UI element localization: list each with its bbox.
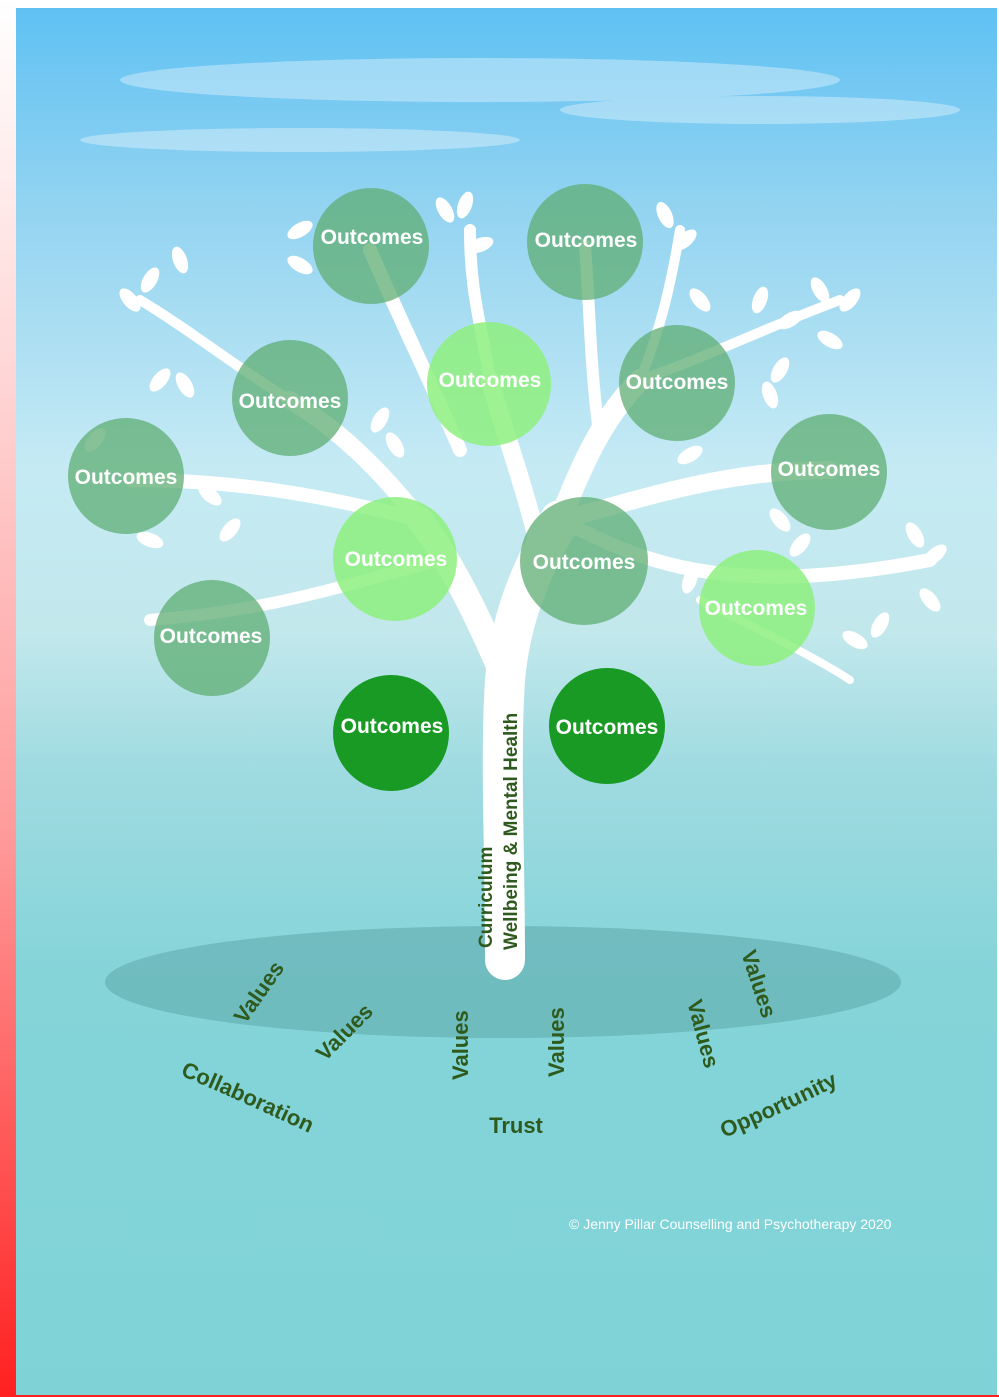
trunk-label-curriculum: Curriculum (476, 847, 497, 948)
outcome-label: Outcomes (778, 458, 881, 481)
outcome-label: Outcomes (160, 625, 263, 648)
bottom-border (0, 1395, 999, 1397)
clouds (80, 58, 960, 152)
outcome-circle (232, 340, 348, 456)
outcome-circle (527, 184, 643, 300)
outcome-bubble: Outcomes (527, 184, 643, 300)
outcome-bubble: Outcomes (699, 550, 815, 666)
outcome-label: Outcomes (533, 551, 636, 574)
copyright-notice: © Jenny Pillar Counselling and Psychothe… (569, 1216, 892, 1232)
outcome-circle (427, 322, 551, 446)
outcome-bubble: Outcomes (232, 340, 348, 456)
outcome-label: Outcomes (556, 716, 659, 739)
left-gradient-border (0, 0, 16, 1397)
ground-shadow (105, 926, 901, 1038)
outcome-bubble: Outcomes (771, 414, 887, 530)
outcome-bubble: Outcomes (427, 322, 551, 446)
outcome-bubble: Outcomes (68, 418, 184, 534)
trunk-label-wellbeing: Wellbeing & Mental Health (501, 713, 522, 950)
outcome-circle (699, 550, 815, 666)
value-label: Values (544, 1007, 569, 1077)
outcome-bubble: Outcomes (313, 188, 429, 304)
outcome-label: Outcomes (75, 466, 178, 489)
outcome-circle (333, 497, 457, 621)
collaboration-label: Collaboration (178, 1057, 318, 1138)
outcome-circle (333, 675, 449, 791)
outcome-label: Outcomes (535, 229, 638, 252)
outcome-label: Outcomes (626, 371, 729, 394)
opportunity-label: Opportunity (716, 1067, 841, 1143)
outcome-bubble: Outcomes (520, 497, 648, 625)
outcome-label: Outcomes (321, 226, 424, 249)
outcome-bubble: Outcomes (154, 580, 270, 696)
outcome-label: Outcomes (345, 548, 448, 571)
value-label: Values (448, 1010, 473, 1080)
outcome-circle (520, 497, 648, 625)
outcome-bubble-dark: Outcomes (549, 668, 665, 784)
outcome-circle (313, 188, 429, 304)
outcome-bubble: Outcomes (333, 497, 457, 621)
outcome-bubble: Outcomes (619, 325, 735, 441)
outcome-circle (154, 580, 270, 696)
outcome-circle (549, 668, 665, 784)
trust-label: Trust (489, 1113, 543, 1138)
outcome-circle (68, 418, 184, 534)
outcome-bubble-dark: Outcomes (333, 675, 449, 791)
outcome-label: Outcomes (439, 369, 542, 392)
outcome-circle (771, 414, 887, 530)
outcome-label: Outcomes (341, 715, 444, 738)
outcome-label: Outcomes (239, 390, 342, 413)
outcome-circle (619, 325, 735, 441)
outcome-label: Outcomes (705, 597, 808, 620)
